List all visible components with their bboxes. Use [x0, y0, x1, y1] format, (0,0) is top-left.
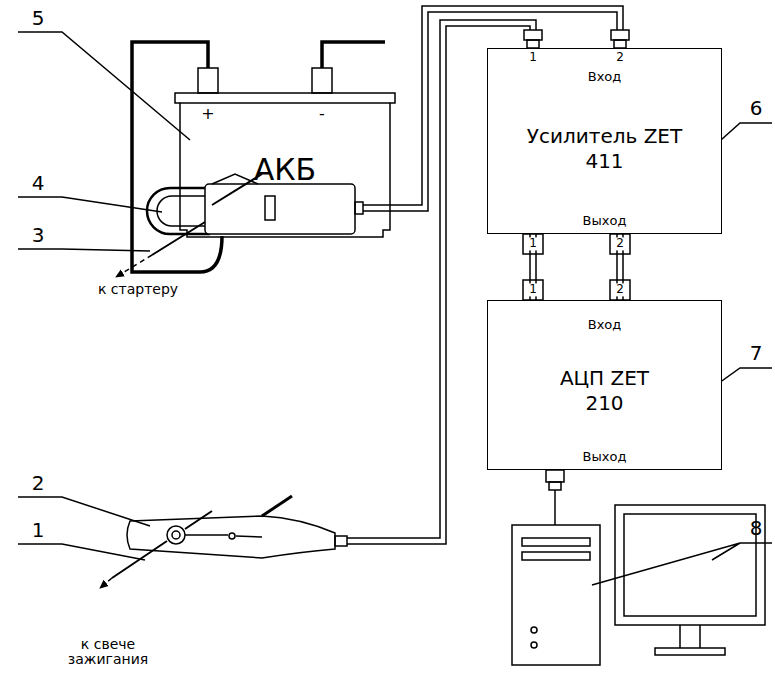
- pin-number: 1: [527, 237, 539, 250]
- callout-number: 7: [750, 342, 763, 364]
- wire-note: к стартеру: [98, 282, 178, 297]
- callout-number: 5: [32, 7, 45, 29]
- wire-note: к свече зажигания: [63, 637, 153, 668]
- node-title: АЦП ZET 210: [540, 366, 670, 416]
- callout-number: 4: [32, 172, 45, 194]
- amplifier-box: ВходУсилитель ZET 411Выход: [487, 48, 722, 234]
- port-caption: Вход: [588, 317, 622, 333]
- pin-number: 2: [614, 51, 626, 64]
- callout-number: 3: [32, 224, 45, 246]
- pin-number: 1: [527, 51, 539, 64]
- node-title: Усилитель ZET 411: [525, 124, 685, 174]
- terminal-sign: -: [319, 105, 325, 123]
- adc-box: ВходАЦП ZET 210Выход: [487, 300, 722, 470]
- terminal-sign: +: [201, 105, 214, 123]
- pin-number: 1: [527, 283, 539, 296]
- callout-number: 2: [32, 472, 45, 494]
- pin-number: 2: [614, 283, 626, 296]
- battery-box: АКБ: [175, 103, 395, 237]
- port-caption: Вход: [588, 69, 622, 85]
- callout-number: 8: [750, 517, 763, 539]
- callout-number: 6: [750, 97, 763, 119]
- pin-number: 2: [614, 237, 626, 250]
- port-caption: Выход: [583, 213, 627, 229]
- port-caption: Выход: [583, 449, 627, 465]
- callout-number: 1: [32, 519, 45, 541]
- node-title: АКБ: [254, 151, 316, 189]
